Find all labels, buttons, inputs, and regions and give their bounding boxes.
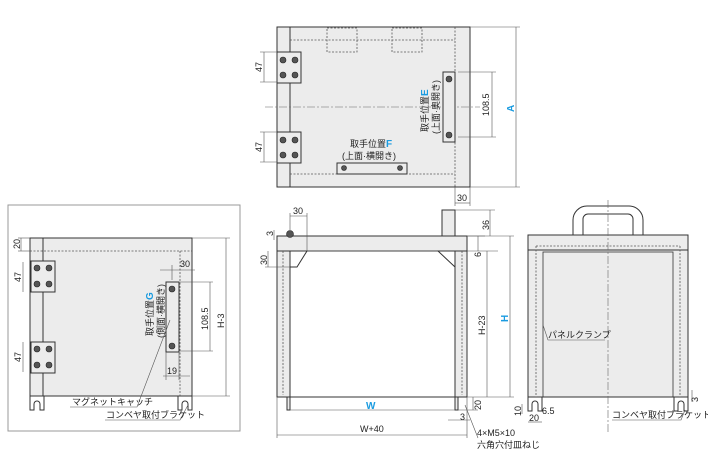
hinge-lower [276,131,302,164]
dim-foot-offset: 3 [460,412,465,422]
left-post [276,250,291,398]
svg-text:取手位置E: 取手位置E [419,89,431,132]
gusset-right [436,250,456,268]
callout-conveyor-bracket: コンベヤ取付ブラケット [106,409,205,420]
top-frame [276,235,468,252]
dim-bottom: 19 [167,366,177,376]
svg-text:取手位置F: 取手位置F [350,138,392,150]
dim-gusset: 30 [259,255,269,265]
foot-left [286,396,291,411]
screw-spec: 4×M5×10 [477,428,515,438]
dim-gap: 6 [473,252,483,257]
dim-handle-pitch: 108.5 [200,307,210,330]
handle-g-label: 取手位置G (側面·横開き) [144,284,166,338]
gusset-left [290,250,308,268]
conveyor-bracket [391,27,423,53]
svg-text:(上面·横開き): (上面·横開き) [342,150,396,161]
screw-type: 六角穴付皿ねじ [477,439,540,450]
dim-foot-gap: 3 [690,397,700,402]
conveyor-bracket-right [177,396,193,411]
handle-f [336,162,408,175]
callout-magnet-catch: マグネットキャッチ [72,396,153,407]
screw-icon [445,131,453,139]
callout-conveyor-bracket: コンベヤ取付ブラケット [612,409,708,420]
top-view: 47 47 108.5 A 30 取手位置E (上面·奥開き) 取手位置F (上… [254,26,520,206]
svg-text:(側面·横開き): (側面·横開き) [155,284,166,338]
front-view: 30 36 3 30 6 H-23 H 20 3 W W+40 4×M5×10 … [259,206,540,450]
dim-hinge-upper: 47 [13,272,23,282]
conveyor-bracket [326,27,358,53]
screw-icon [397,165,403,171]
conveyor-bracket-left [527,397,543,412]
right-post [454,250,468,398]
hinge-lower [30,341,56,374]
dim-handle-width: 30 [293,206,303,216]
dim-plate: 3 [265,231,275,236]
screw-icon [341,165,347,171]
dim-side-strip: 30 [457,193,467,203]
dim-foot-width: 20 [529,413,539,423]
conveyor-bracket-left [29,396,45,411]
side-panel [29,237,193,397]
dim-handle-pitch: 108.5 [481,93,491,116]
dim-slot-width: 6.5 [542,406,555,416]
dim-width: W [366,401,376,412]
dim-offset: 30 [180,259,190,269]
callout-panel-clamp: パネルクランプ [548,330,611,340]
handle-f-label: 取手位置F (上面·横開き) [342,138,396,161]
dim-depth: A [506,105,517,112]
handle-e [442,71,456,143]
handle [441,209,456,237]
dim-foot: 20 [473,400,483,410]
dim-slot-height: 10 [513,406,523,416]
conveyor-bracket-right [673,397,689,412]
hinge-upper [276,51,302,84]
svg-text:(上面·奥開き): (上面·奥開き) [430,80,441,134]
side-door-view: 20 47 47 30 108.5 H-3 19 取手位置G (側面·横開き) … [7,204,241,432]
dim-handle-height: 36 [481,220,491,230]
handle-e-label: 取手位置E (上面·奥開き) [419,80,441,134]
dim-height: H [500,315,511,322]
foot-right [454,396,459,411]
dim-outer-width: W+40 [360,424,384,434]
dim-hinge-upper: 47 [254,62,264,72]
hinge-upper [30,260,56,293]
svg-text:取手位置G: 取手位置G [144,292,156,336]
dim-hinge-lower: 47 [13,352,23,362]
magnet-catch-icon [286,230,294,238]
dim-height: H-3 [216,313,226,328]
dim-top: 20 [12,239,22,249]
handle-g [165,281,180,353]
dim-hinge-lower: 47 [254,142,264,152]
dim-inner-height: H-23 [477,315,487,335]
screw-icon [445,75,453,83]
end-view: パネルクランプ コンベヤ取付ブラケット 10 6.5 20 3 [513,200,708,432]
